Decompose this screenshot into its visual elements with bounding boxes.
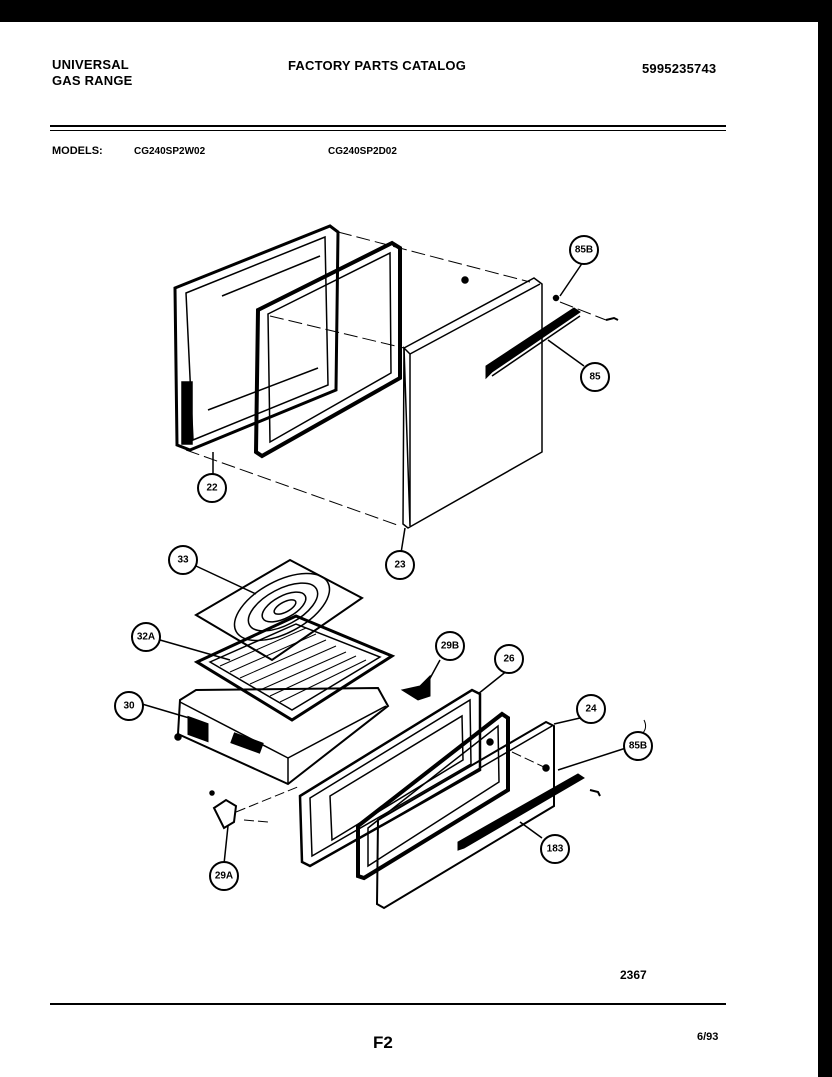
callout-33-label: 33 — [177, 555, 189, 566]
callout-26 — [494, 644, 524, 674]
drawer-handle-183 — [457, 773, 585, 851]
hinge-29B — [400, 674, 431, 701]
callout-bubbles — [114, 235, 653, 891]
page-number: F2 — [373, 1033, 393, 1052]
callout-85-label: 85 — [589, 372, 601, 383]
callout-22 — [197, 473, 227, 503]
catalog-title: FACTORY PARTS CATALOG — [288, 58, 467, 73]
broiler-pan-insert-33 — [194, 558, 364, 662]
drawer-inner-panel-26 — [298, 688, 482, 868]
footer-rule — [50, 1003, 726, 1005]
callout-29B-label: 29B — [441, 641, 459, 652]
model-number-2: CG240SP2D02 — [328, 146, 397, 157]
callout-183-label: 183 — [547, 844, 564, 855]
drawer-outer-panel-24 — [375, 720, 555, 910]
door-glass-panel — [253, 240, 402, 459]
callout-23-label: 23 — [394, 560, 406, 571]
callout-183 — [540, 834, 570, 864]
header-rule — [50, 125, 726, 127]
brand-line-1: UNIVERSAL — [52, 57, 129, 72]
callout-29A — [209, 861, 239, 891]
door-outer-panel-23 — [402, 277, 543, 529]
hinge-29A — [209, 790, 238, 830]
callout-24 — [576, 694, 606, 724]
broiler-pan-32A — [193, 614, 396, 722]
catalog-number: 5995235743 — [642, 61, 717, 76]
header-rule-thin — [50, 130, 726, 131]
callout-23 — [385, 550, 415, 580]
door-handle-85 — [485, 307, 581, 380]
callout-30-label: 30 — [123, 701, 135, 712]
callout-32A — [131, 622, 161, 652]
revision-date: 6/93 — [697, 1031, 719, 1043]
callout-29B — [435, 631, 465, 661]
broiler-drawer-frame-30 — [174, 686, 390, 786]
callout-85B-top — [569, 235, 599, 265]
callout-85 — [580, 362, 610, 392]
callout-30 — [114, 691, 144, 721]
models-label: MODELS: — [52, 145, 103, 157]
callout-29A-label: 29A — [215, 871, 233, 882]
figure-number: 2367 — [620, 968, 647, 982]
model-number-1: CG240SP2W02 — [134, 146, 206, 157]
callout-24-label: 24 — [585, 704, 597, 715]
callout-32A-label: 32A — [137, 632, 155, 643]
brand-line-2: GAS RANGE — [52, 73, 133, 88]
callout-85B-bottom-label: 85B — [629, 741, 647, 752]
door-inner-panel-22 — [173, 224, 340, 452]
callout-26-label: 26 — [503, 654, 515, 665]
scan-border-top — [0, 0, 832, 22]
callout-33 — [168, 545, 198, 575]
callout-85B-bottom — [623, 731, 653, 761]
callout-22-label: 22 — [206, 483, 218, 494]
callout-85B-top-label: 85B — [575, 245, 593, 256]
scan-border-right — [818, 0, 832, 1077]
drawer-glass-panel — [356, 711, 510, 881]
